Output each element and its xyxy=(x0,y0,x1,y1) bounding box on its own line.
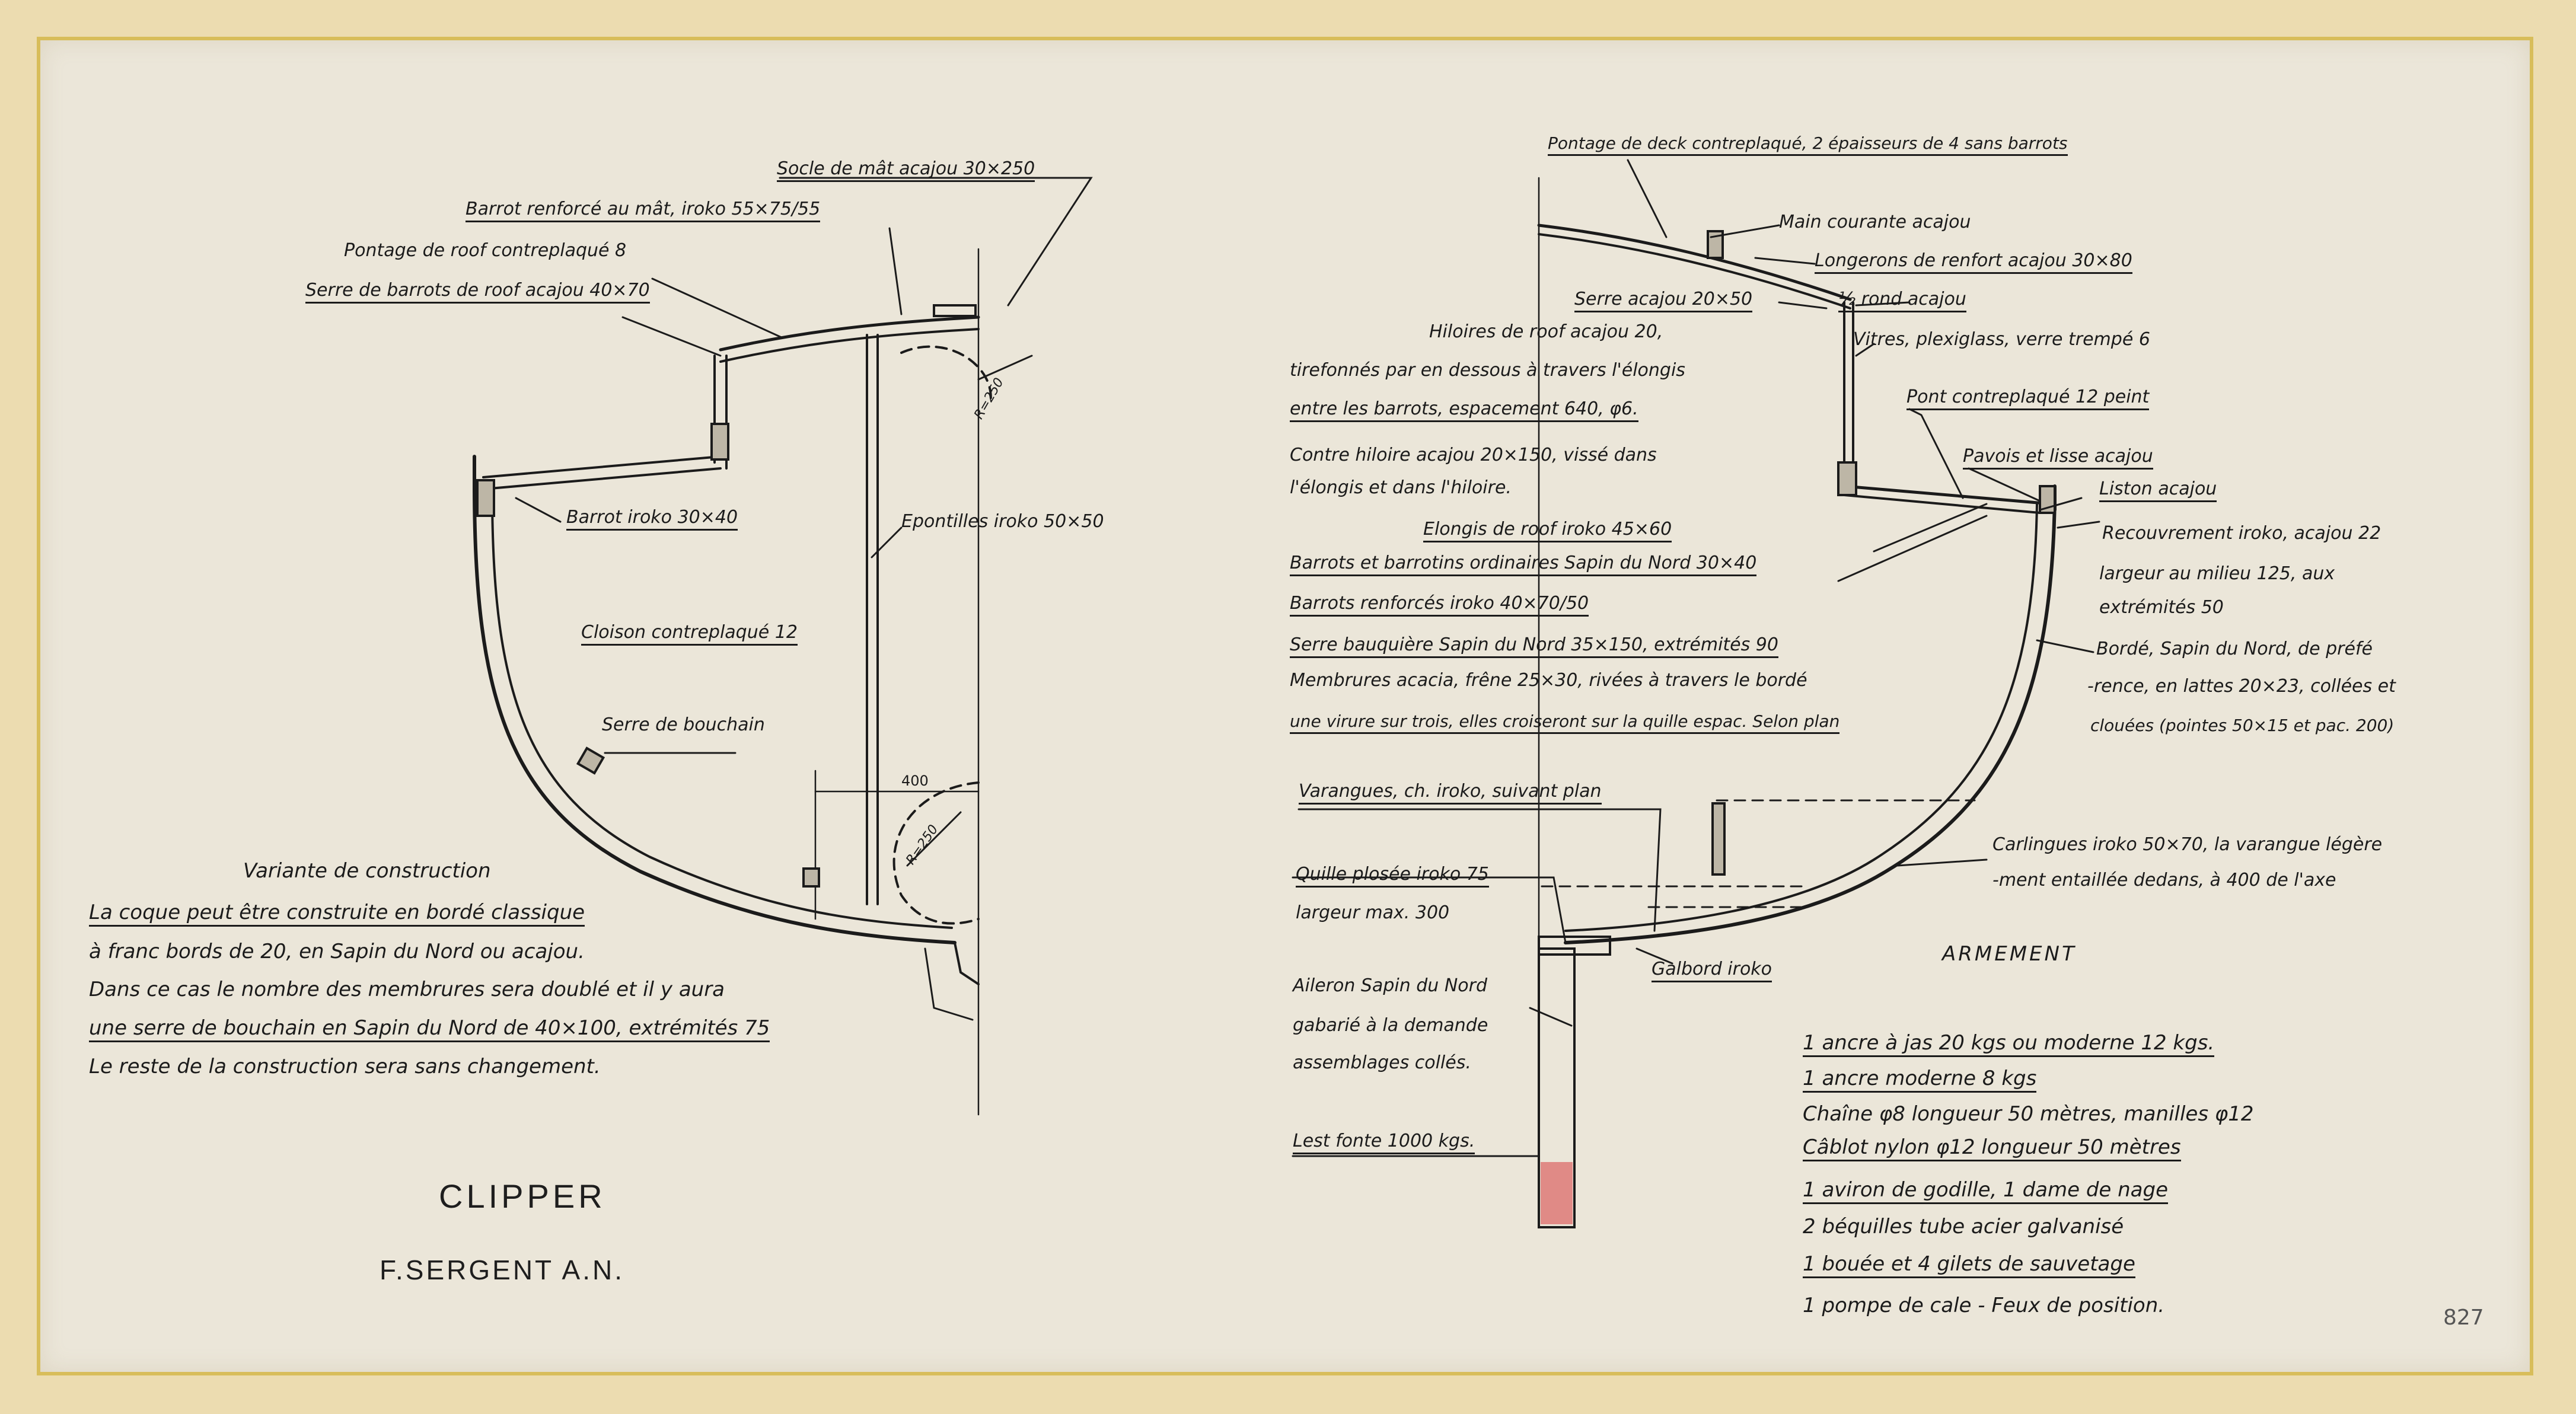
label-borde-3: clouées (pointes 50×15 et pac. 200) xyxy=(2090,716,2395,735)
label-recouvrement: Recouvrement iroko, acajou 22 xyxy=(2102,523,2381,544)
variante-heading: Variante de construction xyxy=(243,859,491,883)
label-barrot-renforce: Barrot renforcé au mât, iroko 55×75/55 xyxy=(466,200,821,222)
label-contre-hiloire-2: l'élongis et dans l'hiloire. xyxy=(1290,477,1512,498)
label-hiloires: Hiloires de roof acajou 20, xyxy=(1429,321,1663,342)
right-hull-section xyxy=(1292,159,2100,1228)
label-pont: Pont contreplaqué 12 peint xyxy=(1907,388,2150,410)
armement-item-1: 1 ancre à jas 20 kgs ou moderne 12 kgs. xyxy=(1803,1033,2215,1057)
label-vitres: Vitres, plexiglass, verre trempé 6 xyxy=(1853,329,2150,350)
label-lest: Lest fonte 1000 kgs. xyxy=(1293,1132,1475,1154)
label-cloison: Cloison contreplaqué 12 xyxy=(581,624,798,646)
label-tirefonnes: tirefonnés par en dessous à travers l'él… xyxy=(1290,360,1685,381)
armement-item-8: 1 pompe de cale - Feux de position. xyxy=(1803,1294,2165,1317)
armement-item-3: Chaîne φ8 longueur 50 mètres, manilles φ… xyxy=(1803,1102,2254,1126)
label-borde: Bordé, Sapin du Nord, de préfé xyxy=(2096,639,2373,659)
variante-line-2: à franc bords de 20, en Sapin du Nord ou… xyxy=(89,940,585,963)
label-socle-mat: Socle de mât acajou 30×250 xyxy=(777,160,1035,182)
drawing-author: F.SERGENT A.N. xyxy=(380,1255,625,1285)
label-membrures: Membrures acacia, frêne 25×30, rivées à … xyxy=(1290,670,1807,691)
label-galbord: Galbord iroko xyxy=(1652,960,1772,982)
label-aileron-3: assemblages collés. xyxy=(1293,1052,1471,1073)
label-demi-rond: ½ rond acajou xyxy=(1838,291,1966,312)
label-barrots-ordinaires: Barrots et barrotins ordinaires Sapin du… xyxy=(1290,554,1757,576)
variante-line-1: La coque peut être construite en bordé c… xyxy=(89,902,585,927)
armement-item-5: 1 aviron de godille, 1 dame de nage xyxy=(1803,1180,2169,1204)
label-elongis: Elongis de roof iroko 45×60 xyxy=(1423,521,1672,542)
label-aileron: Aileron Sapin du Nord xyxy=(1293,975,1488,996)
label-quille-2: largeur max. 300 xyxy=(1296,902,1450,923)
armement-item-2: 1 ancre moderne 8 kgs xyxy=(1803,1068,2037,1093)
label-contre-hiloire: Contre hiloire acajou 20×150, vissé dans xyxy=(1290,445,1657,465)
label-epontilles: Epontilles iroko 50×50 xyxy=(901,511,1104,532)
label-aileron-2: gabarié à la demande xyxy=(1293,1015,1488,1036)
label-main-courante: Main courante acajou xyxy=(1779,212,1971,232)
label-membrures-2: une virure sur trois, elles croiseront s… xyxy=(1290,713,1840,734)
label-extremites-50: extrémités 50 xyxy=(2099,597,2224,618)
label-barrots-renforces: Barrots renforcés iroko 40×70/50 xyxy=(1290,595,1589,617)
drawing-sheet xyxy=(37,37,2533,1375)
armement-item-6: 2 béquilles tube acier galvanisé xyxy=(1803,1215,2124,1239)
label-carlingues: Carlingues iroko 50×70, la varangue légè… xyxy=(1992,834,2383,855)
label-pontage-deck: Pontage de deck contreplaqué, 2 épaisseu… xyxy=(1548,135,2068,156)
label-serre-barrots: Serre de barrots de roof acajou 40×70 xyxy=(305,282,650,304)
label-serre-bouchain: Serre de bouchain xyxy=(602,714,765,735)
label-varangues: Varangues, ch. iroko, suivant plan xyxy=(1299,783,1602,805)
label-serre-acajou: Serre acajou 20×50 xyxy=(1574,291,1753,312)
sheet-number: 827 xyxy=(2443,1306,2484,1330)
label-liston: Liston acajou xyxy=(2099,480,2217,502)
drawing-title: CLIPPER xyxy=(439,1177,606,1215)
label-pavois: Pavois et lisse acajou xyxy=(1963,448,2153,470)
label-dim-400: 400 xyxy=(901,773,929,789)
label-quille: Quille plosée iroko 75 xyxy=(1296,866,1489,888)
label-entre-barrots: entre les barrots, espacement 640, φ6. xyxy=(1290,400,1638,422)
label-carlingues-2: -ment entaillée dedans, à 400 de l'axe xyxy=(1992,870,2336,890)
label-barrot: Barrot iroko 30×40 xyxy=(566,509,738,531)
label-largeur-milieu: largeur au milieu 125, aux xyxy=(2099,563,2335,584)
label-borde-2: -rence, en lattes 20×23, collées et xyxy=(2087,676,2396,697)
variante-line-4: une serre de bouchain en Sapin du Nord d… xyxy=(89,1018,770,1042)
variante-line-3: Dans ce cas le nombre des membrures sera… xyxy=(89,978,725,1001)
left-hull-section xyxy=(473,177,1093,1116)
label-pontage-roof: Pontage de roof contreplaqué 8 xyxy=(344,240,627,261)
label-serre-bauquiere: Serre bauquière Sapin du Nord 35×150, ex… xyxy=(1290,636,1778,658)
armement-item-4: Câblot nylon φ12 longueur 50 mètres xyxy=(1803,1137,2181,1161)
armement-item-7: 1 bouée et 4 gilets de sauvetage xyxy=(1803,1254,2135,1278)
label-longerons: Longerons de renfort acajou 30×80 xyxy=(1815,252,2132,274)
variante-line-5: Le reste de la construction sera sans ch… xyxy=(89,1055,601,1078)
armement-heading: ARMEMENT xyxy=(1942,942,2077,966)
